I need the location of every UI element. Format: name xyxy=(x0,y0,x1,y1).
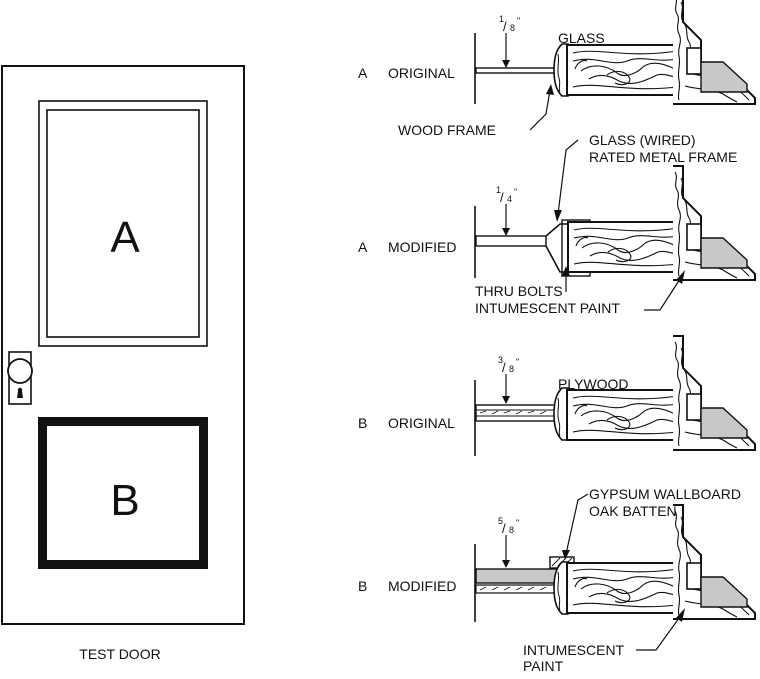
svg-text:": " xyxy=(516,357,519,367)
panel-b-letter: B xyxy=(110,476,139,525)
label-intumescent: INTUMESCENT xyxy=(523,642,625,658)
svg-text:8: 8 xyxy=(510,23,515,33)
wired-glass-pane xyxy=(475,235,547,247)
detail-condition: ORIGINAL xyxy=(388,65,455,81)
svg-text:8: 8 xyxy=(509,364,514,374)
detail-panel-letter: A xyxy=(358,65,368,81)
test-door: A B TEST DOOR xyxy=(1,65,245,662)
svg-text:1: 1 xyxy=(499,14,504,24)
svg-text:": " xyxy=(516,518,519,528)
detail-condition: ORIGINAL xyxy=(388,415,455,431)
door-caption: TEST DOOR xyxy=(79,646,160,662)
detail-b-modified: B MODIFIED 5 / 8 " GYPSUM WALLBOARD OAK … xyxy=(358,486,756,674)
label-glass-wired: GLASS (WIRED) xyxy=(589,132,696,148)
panel-a-letter: A xyxy=(110,213,140,262)
detail-b-original: B ORIGINAL 3 / 8 " PLYWOOD xyxy=(358,335,756,456)
wood-rail xyxy=(566,389,684,441)
detail-panel-letter: B xyxy=(358,415,367,431)
label-gypsum-wallboard: GYPSUM WALLBOARD xyxy=(589,486,741,502)
label-oak-batten: OAK BATTEN xyxy=(589,503,677,519)
label-rated-metal-frame: RATED METAL FRAME xyxy=(589,149,737,165)
label-paint: PAINT xyxy=(523,658,564,674)
svg-text:/: / xyxy=(503,19,507,34)
wood-rail xyxy=(567,221,685,273)
label-wood-frame: WOOD FRAME xyxy=(398,122,496,138)
door-jamb xyxy=(672,0,756,105)
svg-text:": " xyxy=(514,187,517,197)
door-jamb xyxy=(672,335,756,451)
plywood-panel xyxy=(475,584,559,594)
label-glass: GLASS xyxy=(558,30,605,46)
detail-condition: MODIFIED xyxy=(388,578,456,594)
door-knob-icon xyxy=(7,351,33,405)
label-plywood: PLYWOOD xyxy=(558,376,629,392)
wood-bead-icon xyxy=(553,43,569,97)
svg-text:/: / xyxy=(500,190,504,205)
svg-text:8: 8 xyxy=(509,525,514,535)
svg-text:/: / xyxy=(502,360,506,375)
label-thru-bolts: THRU BOLTS xyxy=(475,283,563,299)
wood-bead-icon xyxy=(553,387,569,441)
wood-rail xyxy=(566,562,684,614)
wood-rail xyxy=(566,44,684,96)
door-jamb xyxy=(672,165,756,281)
svg-text:4: 4 xyxy=(507,194,512,204)
thickness-1-8: 1 / 8 " xyxy=(499,14,520,34)
detail-panel-letter: A xyxy=(358,239,368,255)
detail-panel-letter: B xyxy=(358,578,367,594)
svg-text:": " xyxy=(517,16,520,26)
plywood-panel xyxy=(475,404,557,422)
detail-a-original: A ORIGINAL 1 / 8 " GLASS WOOD FRAME xyxy=(358,0,756,138)
thickness-3-8: 3 / 8 " xyxy=(498,355,519,375)
thickness-5-8: 5 / 8 " xyxy=(498,516,519,536)
gypsum-wallboard xyxy=(475,568,559,584)
svg-text:3: 3 xyxy=(498,355,503,365)
svg-text:/: / xyxy=(502,521,506,536)
detail-a-modified: A MODIFIED 1 / 4 " GLASS (WIRED) RATED M… xyxy=(358,132,756,316)
svg-text:1: 1 xyxy=(496,185,501,195)
label-intumescent-paint: INTUMESCENT PAINT xyxy=(475,300,620,316)
glass-pane xyxy=(475,67,557,74)
panel-b-frame xyxy=(38,417,208,569)
door-jamb xyxy=(672,504,756,620)
wood-bead-icon xyxy=(553,561,569,615)
panel-a-inner xyxy=(46,109,200,338)
thickness-1-4: 1 / 4 " xyxy=(496,185,517,205)
svg-text:5: 5 xyxy=(498,516,503,526)
detail-condition: MODIFIED xyxy=(388,239,456,255)
